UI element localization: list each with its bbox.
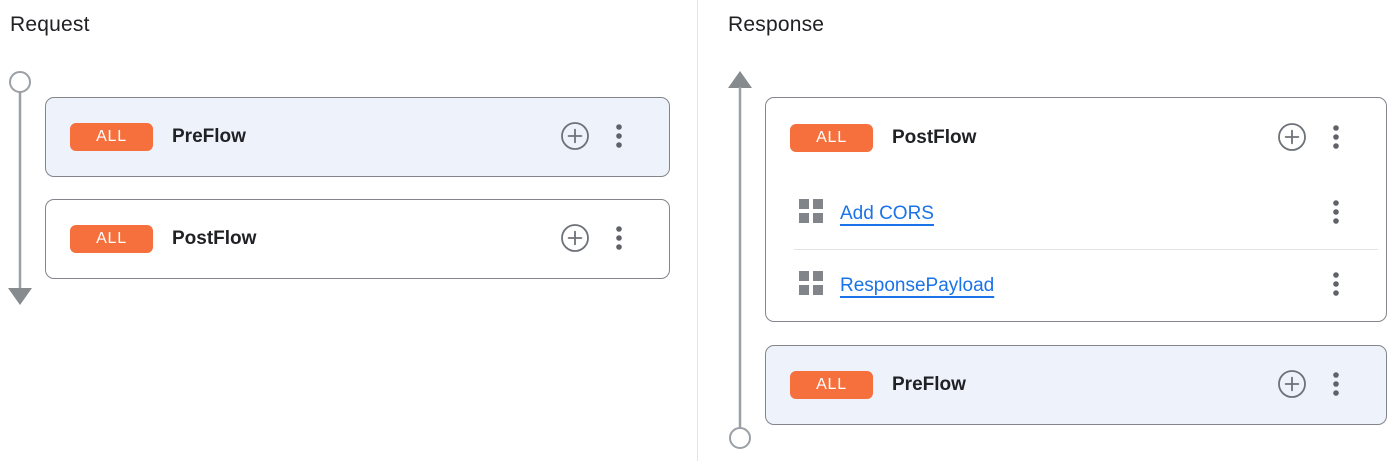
policy-link-responsepayload[interactable]: ResponsePayload	[840, 274, 995, 296]
condition-badge: ALL	[70, 225, 153, 253]
more-options-button[interactable]	[1332, 199, 1340, 228]
condition-badge: ALL	[790, 371, 873, 399]
response-timeline-icon	[726, 66, 756, 457]
flow-header: ALL PreFlow	[46, 97, 669, 177]
request-pane-title: Request	[10, 13, 90, 36]
drag-handle-icon	[798, 198, 824, 229]
flow-header: ALL PostFlow	[46, 199, 669, 279]
policy-row: ResponsePayload	[766, 250, 1386, 321]
response-pane-title: Response	[728, 13, 825, 36]
request-postflow-card[interactable]: ALL PostFlow	[45, 199, 670, 279]
policy-row: Add CORS	[766, 178, 1386, 249]
flow-title: PreFlow	[172, 126, 246, 147]
kebab-menu-icon	[1332, 124, 1340, 153]
more-options-button[interactable]	[615, 225, 623, 254]
policy-link-add-cors[interactable]: Add CORS	[840, 202, 934, 224]
drag-handle[interactable]	[798, 270, 824, 301]
add-policy-button[interactable]	[1277, 122, 1307, 155]
request-timeline-icon	[6, 68, 36, 315]
flow-header: ALL PostFlow	[766, 98, 1386, 178]
kebab-menu-icon	[615, 225, 623, 254]
plus-circle-icon	[1277, 369, 1307, 402]
more-options-button[interactable]	[1332, 371, 1340, 400]
drag-handle-icon	[798, 270, 824, 301]
drag-handle[interactable]	[798, 198, 824, 229]
add-policy-button[interactable]	[560, 223, 590, 256]
more-options-button[interactable]	[615, 123, 623, 152]
panel-divider	[697, 0, 698, 461]
request-preflow-card[interactable]: ALL PreFlow	[45, 97, 670, 177]
policy-divider	[794, 249, 1378, 250]
flow-title: PostFlow	[892, 127, 977, 148]
kebab-menu-icon	[1332, 199, 1340, 228]
add-policy-button[interactable]	[1277, 369, 1307, 402]
response-preflow-card[interactable]: ALL PreFlow	[765, 345, 1387, 425]
response-postflow-card[interactable]: ALL PostFlow	[765, 97, 1387, 322]
flow-title: PostFlow	[172, 228, 257, 249]
more-options-button[interactable]	[1332, 124, 1340, 153]
kebab-menu-icon	[1332, 371, 1340, 400]
condition-badge: ALL	[790, 124, 873, 152]
more-options-button[interactable]	[1332, 271, 1340, 300]
plus-circle-icon	[560, 223, 590, 256]
plus-circle-icon	[1277, 122, 1307, 155]
kebab-menu-icon	[1332, 271, 1340, 300]
plus-circle-icon	[560, 121, 590, 154]
add-policy-button[interactable]	[560, 121, 590, 154]
flow-title: PreFlow	[892, 374, 966, 395]
kebab-menu-icon	[615, 123, 623, 152]
flow-header: ALL PreFlow	[766, 345, 1386, 425]
condition-badge: ALL	[70, 123, 153, 151]
